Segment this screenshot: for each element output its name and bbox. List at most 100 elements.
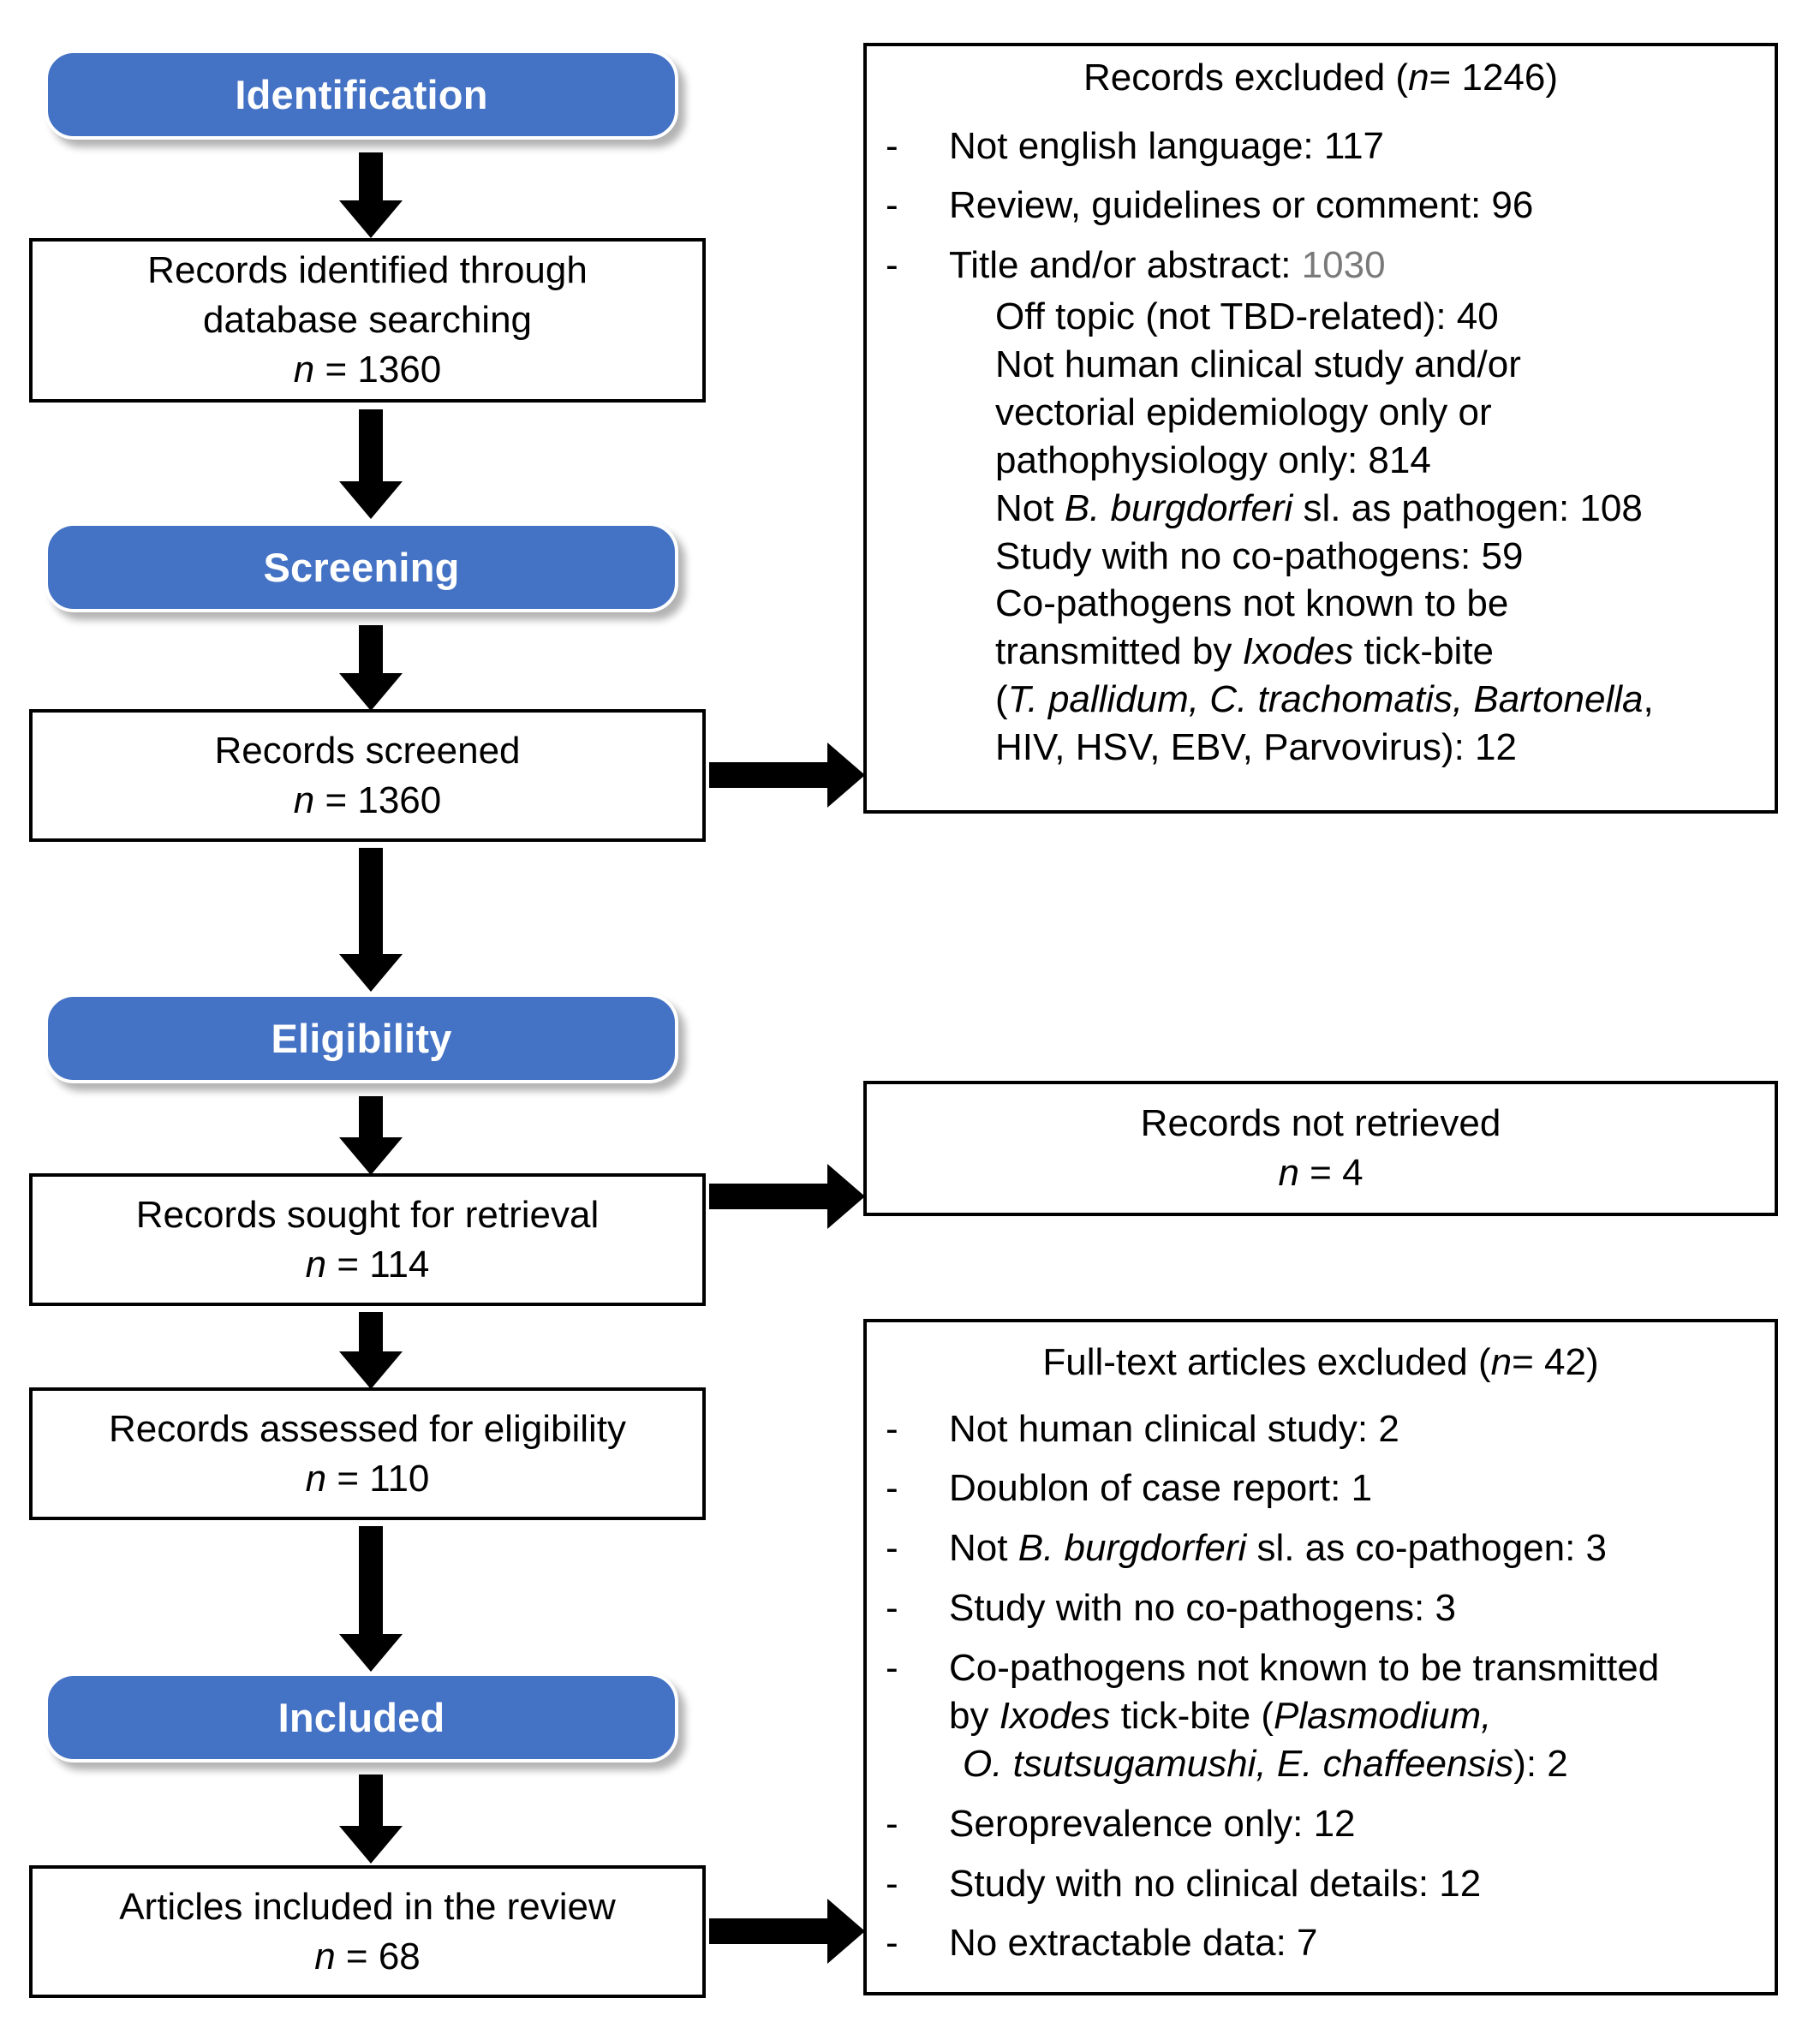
flow-box-text: Records sought for retrieval n = 114 [33,1190,702,1289]
species-name: O. tsutsugamushi, E. chaffeensis [963,1742,1514,1785]
list-item: - Not human clinical study: 2 [867,1405,1775,1453]
list-item-text: Not human clinical study: 2 [949,1407,1399,1450]
flow-box-records-assessed: Records assessed for eligibility n = 110 [29,1387,706,1520]
panel-not-retrieved-text: Records not retrieved n = 4 [867,1099,1775,1198]
sub-item: Off topic (not TBD-related): 40 [995,295,1499,338]
stage-pill-eligibility: Eligibility [45,993,678,1083]
panel-title-records-excluded: Records excluded (n= 1246) [867,46,1775,100]
flow-box-text: Records screened n = 1360 [33,725,702,825]
list-item: -Seroprevalence only: 12 [867,1800,1775,1848]
flow-box-text: Records assessed for eligibility n = 110 [33,1404,702,1503]
bullet-dash: - [886,1467,898,1510]
list-item: -Doublon of case report: 1 [867,1464,1775,1512]
arrow-down-included-to-articles [332,1774,409,1864]
excluded-sub-reason-list: Off topic (not TBD-related): 40 Not huma… [867,293,1775,772]
flow-box-line1: Records screened [214,729,521,772]
flow-box-line2: database searching [202,298,533,341]
species-name: Plasmodium, [1274,1694,1492,1737]
n-symbol: n [314,1935,336,1977]
n-value: = 114 [326,1243,430,1285]
list-item-line2: by Ixodes tick-bite (Plasmodium, [949,1694,1492,1737]
flow-box-articles-included: Articles included in the review n = 68 [29,1865,706,1998]
panel-title-n-symbol: n [1408,57,1429,98]
panel-title-pre: Records excluded ( [1083,57,1409,98]
sub-item-pathogen: Not B. burgdorferi sl. as pathogen: 108 [995,486,1643,529]
panel-title-fulltext-excluded: Full-text articles excluded (n= 42) [867,1322,1775,1385]
list-item-line1: Co-pathogens not known to be transmitted [949,1647,1660,1690]
list-item: - Study with no co-pathogens: 3 [867,1584,1775,1632]
sub-item: Not human clinical study and/or [995,343,1521,386]
list-item: - Study with no clinical details: 12 [867,1860,1775,1908]
arrow-down-box-to-screening [332,409,409,519]
flow-box-count: n = 68 [45,1932,690,1982]
species-name: B. burgdorferi [1017,1527,1247,1570]
list-item-text: Review, guidelines or comment: 96 [949,184,1534,227]
list-item: -No extractable data: 7 [867,1919,1775,1967]
bullet-dash: - [886,1922,898,1965]
arrow-down-eligibility-to-box [332,1096,409,1175]
flow-box-records-screened: Records screened n = 1360 [29,709,706,842]
list-item-text: Not english language: 117 [949,124,1385,167]
arrow-right-sought-to-not-retrieved [709,1163,865,1230]
list-item: - Not english language: 117 [867,122,1775,170]
flow-box-count: n = 110 [45,1454,690,1504]
arrow-right-included-to-fulltext-excluded [709,1898,865,1965]
n-value: = 110 [326,1457,430,1500]
list-item-text: Study with no co-pathogens: 3 [949,1587,1456,1630]
bullet-dash: - [886,1647,898,1690]
panel-title-pre: Full-text articles excluded ( [1042,1341,1491,1383]
list-item-text: Seroprevalence only: 12 [949,1802,1356,1845]
n-symbol: n [293,778,315,821]
panel-not-retrieved-count: n = 4 [879,1148,1763,1198]
fulltext-exclusion-list: - Not human clinical study: 2 -Doublon of… [867,1405,1775,1968]
sub-item-species-line1: (T. pallidum, C. trachomatis, Bartonella… [995,678,1654,721]
bullet-dash: - [886,1862,898,1905]
list-item: -Review, guidelines or comment: 96 [867,182,1775,230]
n-symbol: n [305,1243,327,1285]
bullet-dash: - [886,1407,898,1450]
flow-box-line1: Records sought for retrieval [135,1193,600,1236]
list-item-line3: O. tsutsugamushi, E. chaffeensis): 2 [963,1742,1568,1785]
bullet-dash: - [886,1587,898,1630]
sub-item: pathophysiology only: 814 [995,438,1431,481]
flow-box-count: n = 114 [45,1240,690,1290]
arrow-down-identification-to-box [332,152,409,238]
n-symbol: n [305,1457,327,1500]
panel-title-post: = 42) [1512,1341,1599,1383]
flow-box-count: n = 1360 [45,345,690,395]
bullet-dash: - [886,124,898,167]
stage-label-screening: Screening [263,545,460,590]
n-symbol: n [293,349,315,391]
arrow-right-screened-to-excluded [709,742,865,808]
panel-records-excluded: Records excluded (n= 1246) - Not english … [863,43,1778,814]
list-item-text: Study with no clinical details: 12 [949,1862,1482,1905]
flow-box-text: Records identified through database sear… [33,246,702,395]
species-name: B. burgdorferi [1064,486,1293,529]
sub-item: Study with no co-pathogens: 59 [995,534,1524,577]
n-symbol: n [1278,1152,1299,1194]
flow-box-line1: Records identified through [147,248,588,291]
panel-title-post: = 1246) [1429,57,1559,98]
stage-pill-included: Included [45,1673,678,1763]
bullet-dash: - [886,244,898,287]
arrow-down-sought-to-assessed [332,1312,409,1389]
excluded-reason-list: -Not english language: 117 -Review, guid… [867,122,1775,290]
stage-pill-identification: Identification [45,50,678,140]
panel-records-not-retrieved: Records not retrieved n = 4 [863,1081,1778,1216]
n-value: = 4 [1298,1152,1364,1194]
flow-box-line1: Records assessed for eligibility [108,1407,627,1450]
sub-item: vectorial epidemiology only or [995,391,1492,433]
n-value: = 1360 [314,778,442,821]
n-value: = 68 [335,1935,421,1977]
sub-item-species-line2: HIV, HSV, EBV, Parvovirus): 12 [995,726,1517,769]
list-item-title-abstract: -Title and/or abstract: 1030 [867,242,1775,289]
stage-label-eligibility: Eligibility [271,1016,452,1061]
stage-pill-screening: Screening [45,522,678,612]
list-item-pathogen: -Not B. burgdorferi sl. as co-pathogen: … [867,1524,1775,1572]
arrow-down-assessed-to-included [332,1526,409,1672]
list-item-ixodes: - Co-pathogens not known to be transmitte… [867,1644,1775,1788]
panel-not-retrieved-line1: Records not retrieved [1140,1101,1501,1144]
species-name: Ixodes [1242,630,1354,673]
stage-label-included: Included [277,1695,445,1740]
